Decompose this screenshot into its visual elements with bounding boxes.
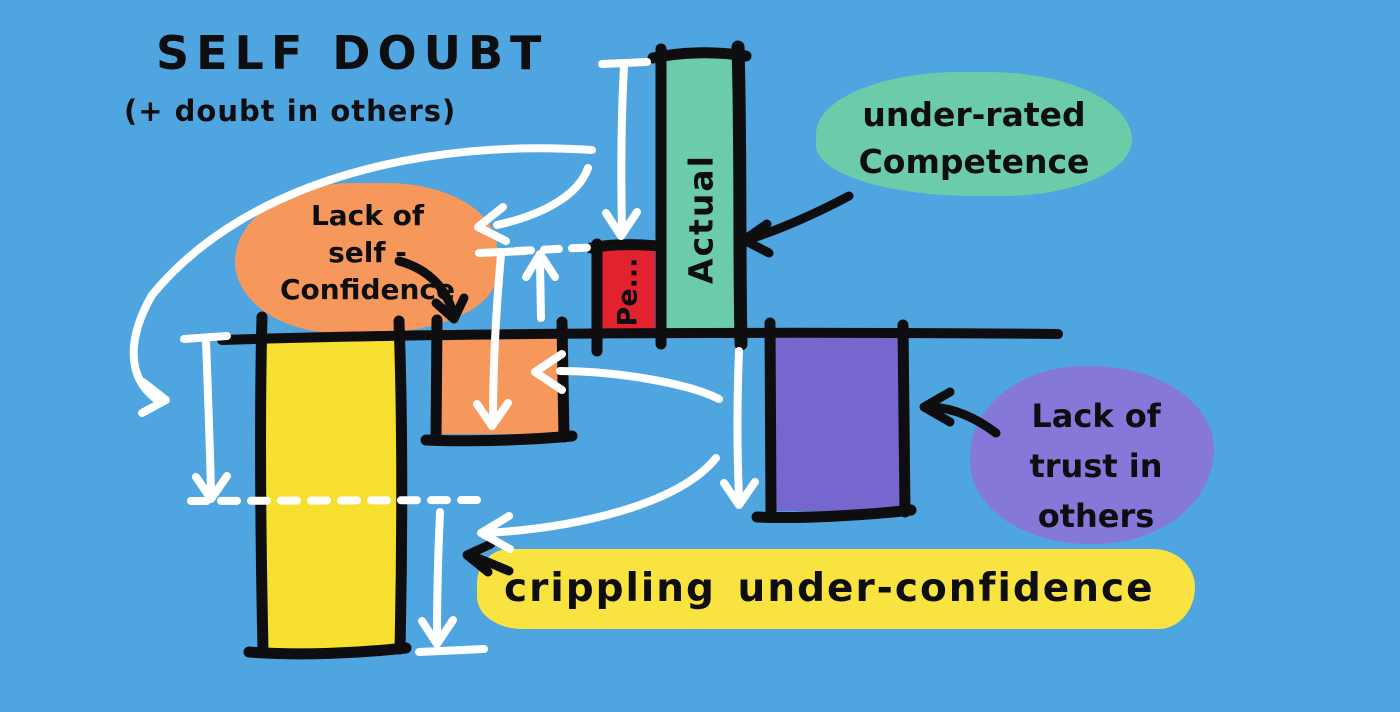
white-arc-to-gap-measure xyxy=(474,164,592,245)
bar-fills xyxy=(265,56,903,649)
white-down-arrow-beside-purple xyxy=(720,347,759,509)
white-annotations xyxy=(129,58,759,656)
bar-label-perceived: Pe... xyxy=(612,257,644,327)
bar-perceived xyxy=(599,247,655,333)
arrow-lack-trust-others xyxy=(919,387,1001,438)
callout-line: Confidence xyxy=(279,273,456,306)
arrow-crippling-under-confidence xyxy=(462,539,514,577)
callout-text-under-rated-competence: under-rated Competence xyxy=(822,91,1126,185)
bar-under-confidence xyxy=(265,337,398,649)
bar-self-confidence-gap xyxy=(439,337,562,434)
bar-trust-gap xyxy=(772,337,903,511)
callout-line: under-rated xyxy=(862,95,1086,134)
white-curve-into-orange-bar xyxy=(531,350,723,403)
white-measure-dash-to-yellow-bottom xyxy=(415,508,488,656)
white-up-arrow-to-dashed-level xyxy=(522,250,559,322)
axis-line xyxy=(217,327,1063,345)
callout-line: others xyxy=(1037,497,1155,535)
callout-blob-crippling-under-confidence xyxy=(477,549,1195,629)
callout-line: Lack of xyxy=(310,199,425,232)
callout-text-lack-trust-others: Lack of trust in others xyxy=(988,391,1204,541)
white-curve-to-dashed-level xyxy=(477,454,720,553)
callout-line: Lack of xyxy=(1031,397,1161,435)
white-measure-left-axis-to-dash xyxy=(180,332,231,503)
black-arrows xyxy=(394,191,1001,577)
bar-actual xyxy=(664,56,737,333)
dashed-line-perceived-level xyxy=(512,243,603,255)
arrow-under-rated-competence xyxy=(739,191,854,258)
callout-blob-under-rated-competence xyxy=(816,72,1132,196)
callout-line: trust in xyxy=(1029,447,1163,485)
white-arc-title-to-left xyxy=(129,144,596,417)
callout-text-lack-self-confidence: Lack of self - Confidence xyxy=(245,197,490,308)
callout-line: self - xyxy=(328,236,407,269)
dashed-line-under-confidence-level xyxy=(187,496,481,505)
white-measure-through-orange-bar xyxy=(473,247,529,430)
page-subtitle: (+ doubt in others) xyxy=(124,94,457,128)
page-title: SELF DOUBT xyxy=(156,26,549,80)
white-measure-top-to-perceived xyxy=(598,58,651,240)
callout-text-crippling-under-confidence: crippling under-confidence xyxy=(504,566,1155,611)
callout-blob-lack-trust-others xyxy=(970,366,1214,544)
bar-outlines xyxy=(217,40,1063,660)
bar-label-actual: Actual xyxy=(681,154,721,284)
arrow-lack-self-confidence xyxy=(394,256,469,324)
callout-line: Competence xyxy=(858,142,1090,181)
